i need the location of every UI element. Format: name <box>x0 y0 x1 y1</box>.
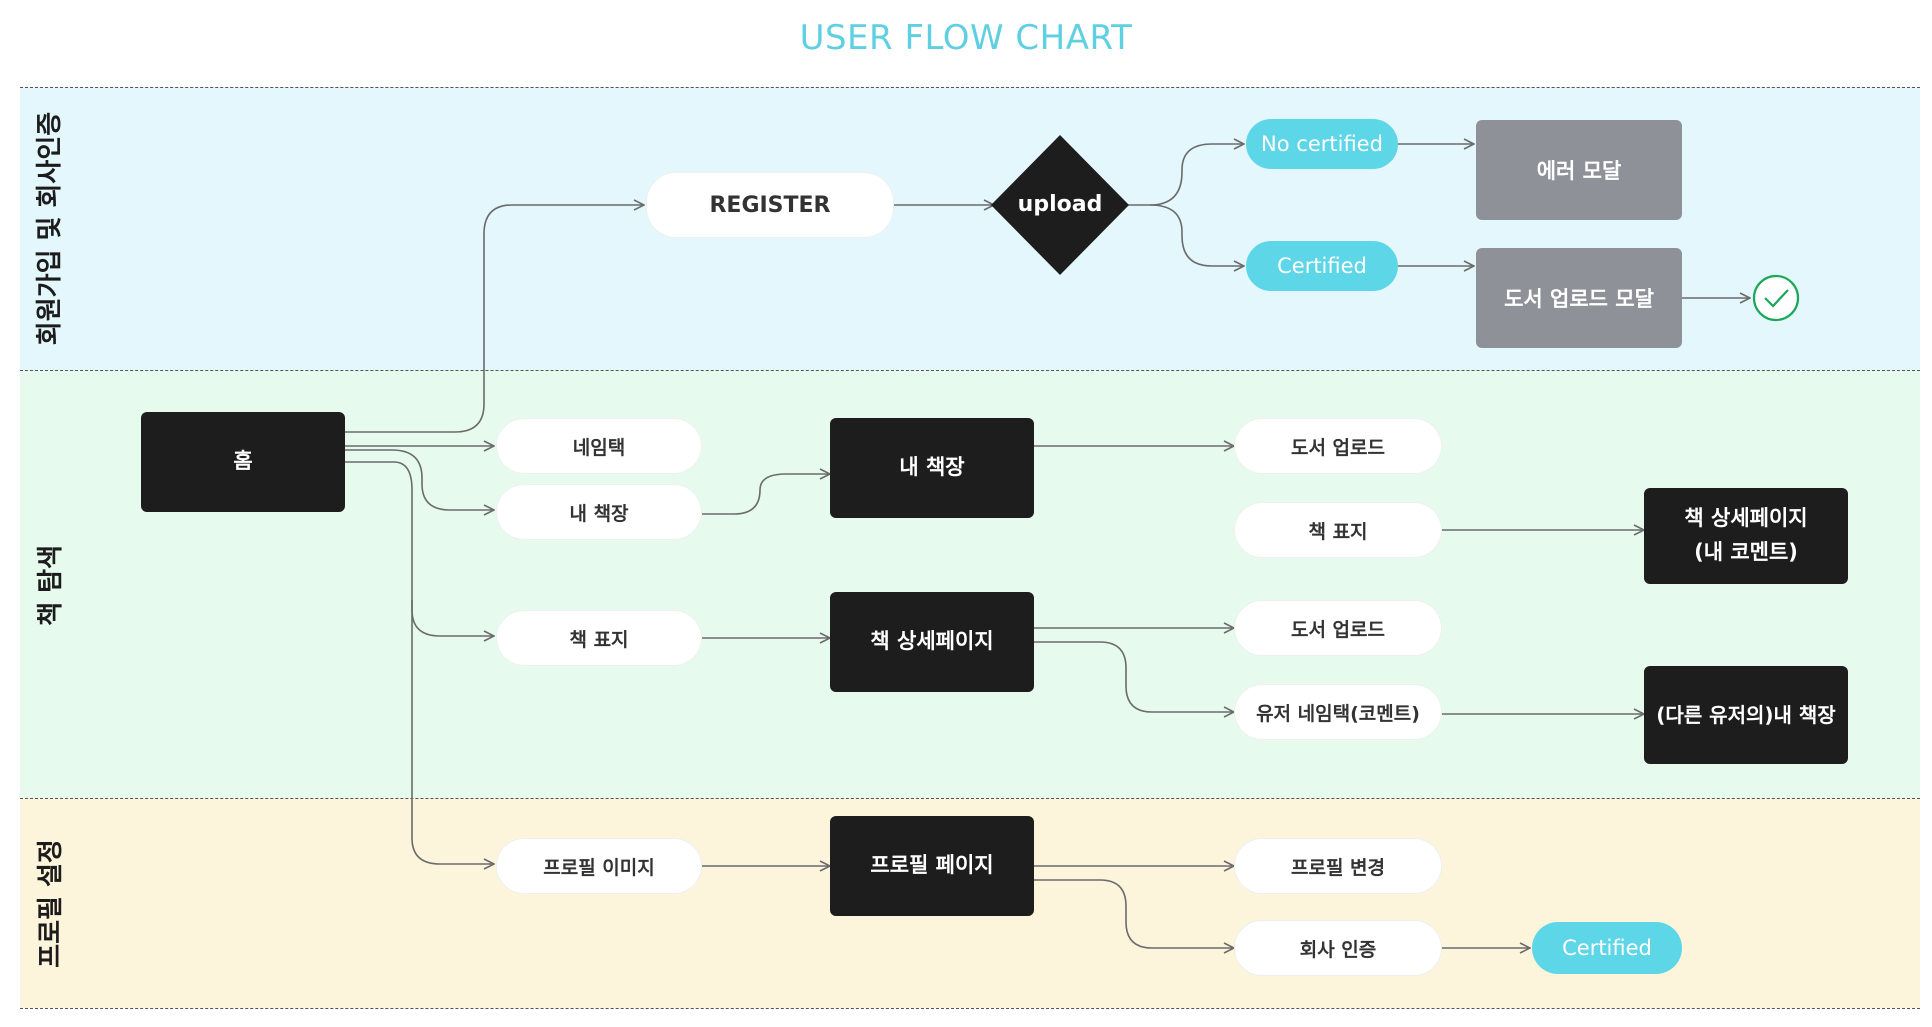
upload-label: upload <box>1017 192 1103 217</box>
profile-image-node[interactable]: 프로필 이미지 <box>496 838 702 894</box>
edge-my-shelf-pill-my-shelf <box>702 474 830 515</box>
edge-home-my-shelf-pill <box>345 449 494 510</box>
book-detail-node[interactable]: 책 상세페이지 <box>830 592 1034 692</box>
decision-diamond <box>991 135 1129 275</box>
lane-divider-1 <box>20 370 1920 371</box>
my-shelf-pill-node[interactable]: 내 책장 <box>496 484 702 540</box>
other-user-shelf-node[interactable]: (다른 유저의)내 책장 <box>1644 666 1848 764</box>
edge-upload-no-certified <box>1127 144 1244 206</box>
no-certified-node[interactable]: No certified <box>1246 119 1398 169</box>
book-upload-node-1[interactable]: 도서 업로드 <box>1234 418 1442 474</box>
register-node[interactable]: REGISTER <box>646 172 894 238</box>
edge-home-book-cover-pill <box>345 461 494 636</box>
user-nametag-node[interactable]: 유저 네임택(코멘트) <box>1234 684 1442 740</box>
certified-profile-node[interactable]: Certified <box>1532 922 1682 974</box>
book-upload-modal-node[interactable]: 도서 업로드 모달 <box>1476 248 1682 348</box>
certified-node[interactable]: Certified <box>1246 241 1398 291</box>
edge-home-profile-image <box>411 600 494 864</box>
home-node[interactable]: 홈 <box>141 412 345 512</box>
edge-book-detail-user-nametag <box>1034 641 1234 712</box>
profile-change-node[interactable]: 프로필 변경 <box>1234 838 1442 894</box>
book-cover-node-2[interactable]: 책 표지 <box>1234 502 1442 558</box>
book-cover-pill-node[interactable]: 책 표지 <box>496 610 702 666</box>
book-detail-mine-line-1: 책 상세페이지 <box>1684 506 1808 531</box>
chart-title: USER FLOW CHART <box>799 18 1133 58</box>
error-modal-node[interactable]: 에러 모달 <box>1476 120 1682 220</box>
my-shelf-node[interactable]: 내 책장 <box>830 418 1034 518</box>
nametag-node[interactable]: 네임택 <box>496 418 702 474</box>
book-detail-mine-node[interactable]: 책 상세페이지 (내 코멘트) <box>1644 488 1848 584</box>
company-cert-node[interactable]: 회사 인증 <box>1234 920 1442 976</box>
lane-divider-bottom <box>20 1008 1920 1009</box>
lane-divider-2 <box>20 798 1920 799</box>
profile-page-node[interactable]: 프로필 페이지 <box>830 816 1034 916</box>
book-upload-node-2[interactable]: 도서 업로드 <box>1234 600 1442 656</box>
edge-home-register <box>345 205 644 433</box>
edge-upload-certified <box>1149 204 1244 266</box>
edge-profile-page-company-cert <box>1034 879 1234 948</box>
book-detail-mine-line-2: (내 코멘트) <box>1694 540 1798 564</box>
lane-divider-top <box>20 87 1920 88</box>
